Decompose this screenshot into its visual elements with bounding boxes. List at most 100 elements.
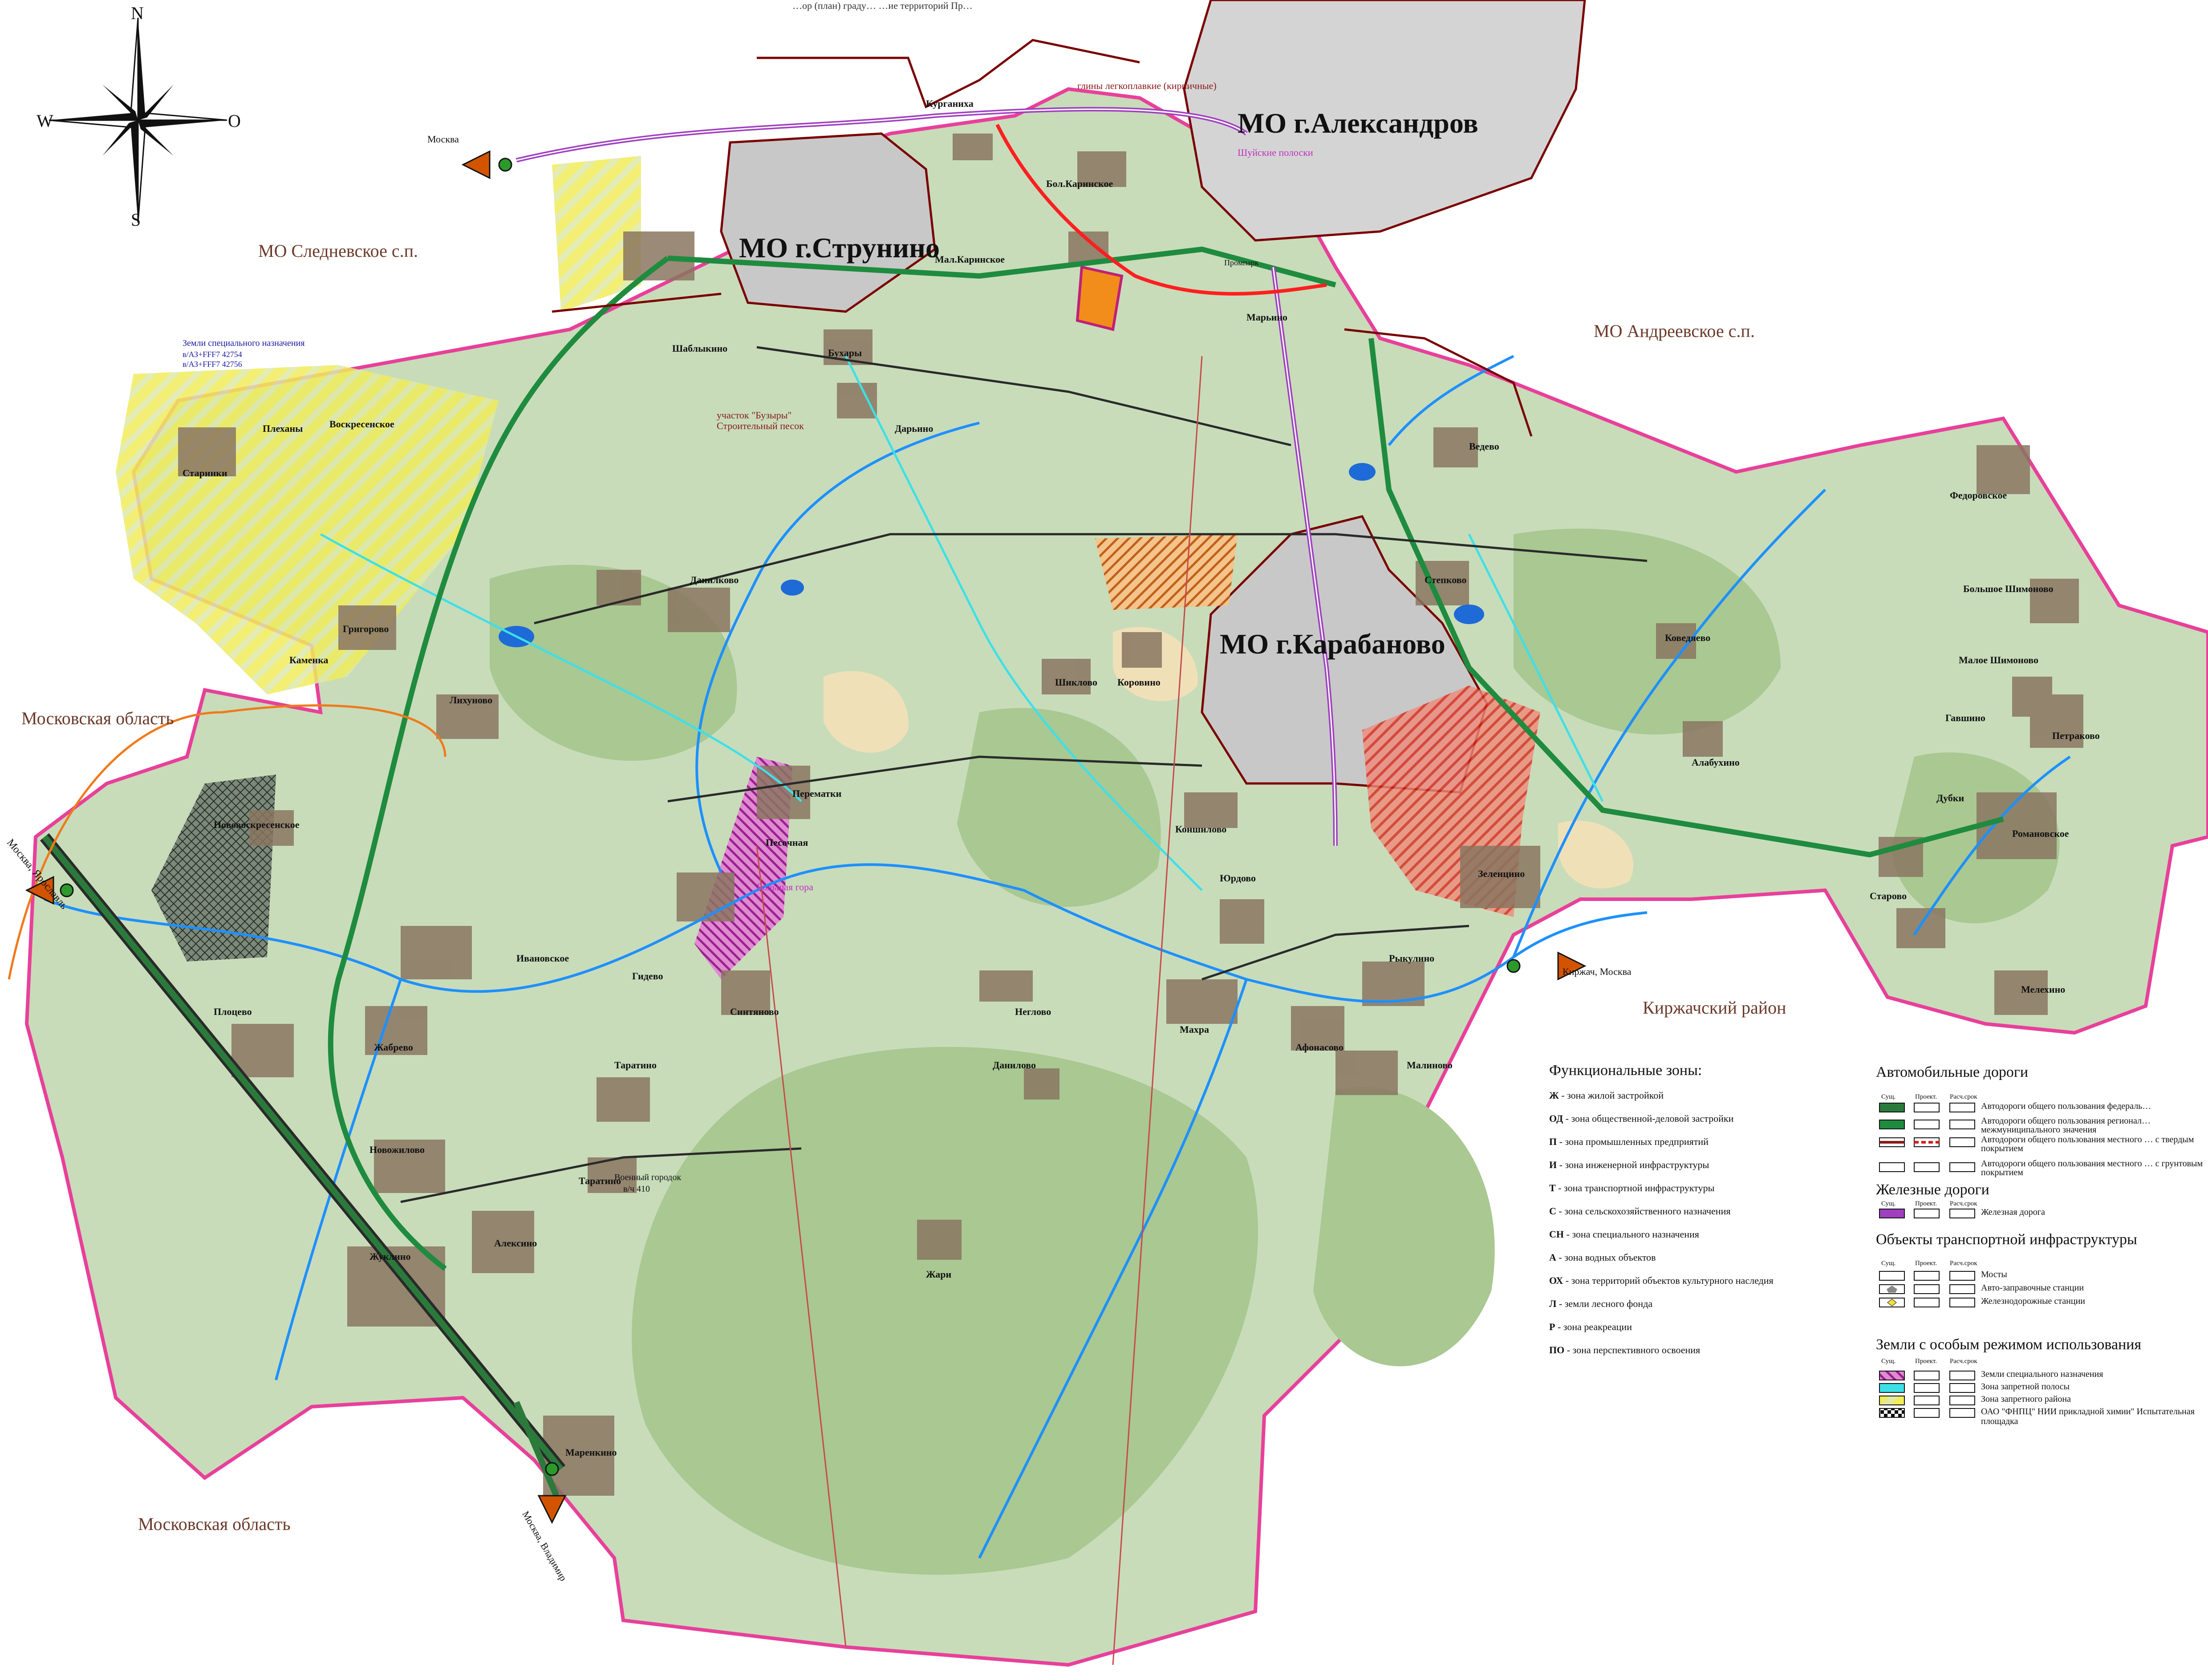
- legend-zone-row: И - зона инженерной инфраструктуры: [1549, 1159, 1774, 1182]
- village-label-ploshchevo: Плоцево: [214, 1006, 252, 1017]
- village-label-gidevo: Гидево: [632, 970, 663, 982]
- note-voen-2: в/ч 410: [623, 1184, 650, 1194]
- village-label-petrakovo: Петраково: [2052, 730, 2100, 741]
- settlement-patches: [178, 134, 2083, 1496]
- legend-zone-row: Р - зона реакреации: [1549, 1321, 1774, 1344]
- legend-road-symbols: [1879, 1103, 1975, 1418]
- legend-zone-text: - зона инженерной инфраструктуры: [1557, 1159, 1709, 1170]
- village-label-zhabrevo: Жабрево: [374, 1042, 413, 1053]
- legend-forbidden-area: Зона запретного района: [1981, 1394, 2071, 1404]
- buzyry-zone: [1095, 534, 1238, 610]
- legend-special-title: Земли с особым режимом использования: [1876, 1336, 2142, 1353]
- rivers: [44, 355, 2071, 1559]
- legend-zone-text: - зона транспортной инфраструктуры: [1555, 1182, 1715, 1193]
- municipality-slednevskoe: МО Следневское с.п.: [258, 241, 418, 261]
- local-roads: [400, 346, 1648, 1203]
- note-buzyry: участок "Бузыры": [717, 410, 792, 421]
- village-label-melekhino: Мелехино: [2021, 984, 2066, 995]
- village-label-afonasovo: Афонасово: [1295, 1042, 1343, 1053]
- main-red-road: [995, 124, 1327, 296]
- legend-zone-row: ОХ - зона территорий объектов культурног…: [1549, 1275, 1774, 1298]
- legend-road-local-dirt: Автодороги общего пользования местного ……: [1981, 1159, 2203, 1177]
- village-label-shablykino: Шаблыкино: [672, 343, 728, 354]
- legend-test-site: ОАО "ФНПЦ" НИИ прикладной химии" Испытат…: [1981, 1407, 2195, 1426]
- legend-zone-code: ОХ: [1549, 1275, 1563, 1286]
- legend-transport-title: Объекты транспортной инфраструктуры: [1876, 1231, 2137, 1248]
- legend-zone-code: ОД: [1549, 1113, 1563, 1124]
- legend-zone-code: С: [1549, 1205, 1556, 1217]
- village-label-romanovskoe: Романовское: [2012, 828, 2069, 839]
- village-label-dubki: Дубки: [1936, 792, 1964, 803]
- legend-zone-row: ОД - зона общественной-деловой застройки: [1549, 1113, 1774, 1136]
- village-label-likhunovo: Лихуново: [450, 694, 493, 706]
- direction-arrows: [25, 150, 1587, 1524]
- direction-moskva: Москва: [427, 134, 459, 145]
- legend-zone-row: П - зона промышленных предприятий: [1549, 1136, 1774, 1159]
- legend-infrastructure: Автомобильные дороги Сущ. Проект. Расч.с…: [1876, 1064, 2208, 1456]
- legend-zone-text: - земли лесного фонда: [1556, 1298, 1653, 1309]
- legend-zone-text: - зона водных объектов: [1556, 1252, 1656, 1263]
- legend-zone-row: Т - зона транспортной инфраструктуры: [1549, 1182, 1774, 1205]
- village-label-zhari: Жари: [926, 1269, 952, 1280]
- legend-zone-code: Л: [1549, 1298, 1557, 1309]
- legend-zone-code: ПО: [1549, 1344, 1565, 1355]
- legend-zone-code: П: [1549, 1136, 1557, 1147]
- village-label-alabukhino: Алабухино: [1692, 757, 1740, 768]
- village-label-pesochnaya: Песочная: [766, 837, 808, 848]
- municipality-andreevskoe: МО Андреевское с.п.: [1594, 321, 1755, 341]
- regional-roads: [328, 246, 2004, 1271]
- aleksandrov-area: [1183, 0, 1586, 242]
- legend-col-exist: Сущ.: [1881, 1093, 1896, 1100]
- note-voen: Военный городок: [614, 1173, 682, 1182]
- legend-zone-text: - зона перспективного освоения: [1564, 1344, 1701, 1355]
- sand-areas: [824, 627, 1634, 889]
- village-label-maloe_shimonovo: Малое Шимоново: [1959, 654, 2038, 666]
- promzona-zone: [1076, 265, 1124, 331]
- village-label-danilovo: Данилово: [993, 1059, 1036, 1071]
- legend-sp-col-proj: Проект.: [1915, 1358, 1937, 1365]
- legend-road-regional: Автодороги общего пользования регионал… …: [1981, 1116, 2151, 1135]
- special-lands-line1: в/АЗ+FFF7 42754: [183, 350, 242, 359]
- legend-zone-code: А: [1549, 1252, 1556, 1263]
- compass-west: W: [37, 111, 53, 131]
- moscow-obl-boundary: [8, 704, 446, 980]
- map-title: …ор (план) граду… …ие территорий Пр…: [792, 0, 973, 11]
- legend-road-local-hard: Автодороги общего пользования местного ……: [1981, 1135, 2194, 1153]
- direction-kirzhach-moskva: Киржач, Москва: [1563, 966, 1632, 977]
- power-line: [1112, 356, 1203, 1665]
- legend-zone-text: - зона общественной-деловой застройки: [1563, 1113, 1734, 1124]
- strunino-area: [720, 132, 936, 313]
- village-label-korovino: Коровино: [1117, 677, 1161, 688]
- legend-zone-code: Т: [1549, 1182, 1556, 1193]
- legend-zone-row: С - зона сельскохозяйственного назначени…: [1549, 1205, 1774, 1229]
- village-label-vedevo: Ведево: [1469, 441, 1499, 452]
- village-label-stepkovo: Степково: [1425, 574, 1467, 585]
- compass-south: S: [131, 210, 141, 230]
- test-site-zone: [151, 775, 276, 962]
- legend-zone-code: И: [1549, 1159, 1557, 1170]
- legend-zone-text: - зона промышленных предприятий: [1557, 1136, 1709, 1147]
- canals: [320, 355, 1604, 891]
- village-label-makhra: Махра: [1180, 1024, 1209, 1035]
- legend-tr-col-calc: Расч.срок: [1950, 1260, 1977, 1267]
- legend-roads-title: Автомобильные дороги: [1876, 1064, 2029, 1080]
- village-label-yurdovo: Юрдово: [1220, 872, 1256, 884]
- railway-inner: [516, 108, 1336, 846]
- region-moscow-2: Московская область: [138, 1514, 291, 1534]
- note-bolshaya-gora: Большая гора: [757, 881, 813, 893]
- municipality-aleksandrov: МО г.Александров: [1238, 107, 1478, 139]
- village-label-novozhilovo: Новожилово: [369, 1144, 425, 1155]
- village-label-bukhary: Бухары: [828, 347, 862, 358]
- region-kirzhach: Киржачский район: [1643, 998, 1786, 1018]
- village-label-peremyatki: Перематки: [792, 788, 842, 799]
- village-label-starinki: Старинки: [183, 467, 227, 479]
- legend-col-proj: Проект.: [1915, 1093, 1937, 1100]
- village-label-kurganikha: Курганиха: [926, 98, 974, 109]
- legend-railway: Железная дорога: [1981, 1207, 2045, 1217]
- legend-sp-col-exist: Сущ.: [1881, 1358, 1896, 1365]
- legend-zone-code: СН: [1549, 1229, 1564, 1240]
- legend-col-calc: Расч.срок: [1950, 1093, 1977, 1100]
- legend-gas-stations: Авто-заправочные станции: [1981, 1283, 2084, 1293]
- legend-rail-col-calc: Расч.срок: [1950, 1200, 1977, 1207]
- legend-zone-row: СН - зона специального назначения: [1549, 1229, 1774, 1252]
